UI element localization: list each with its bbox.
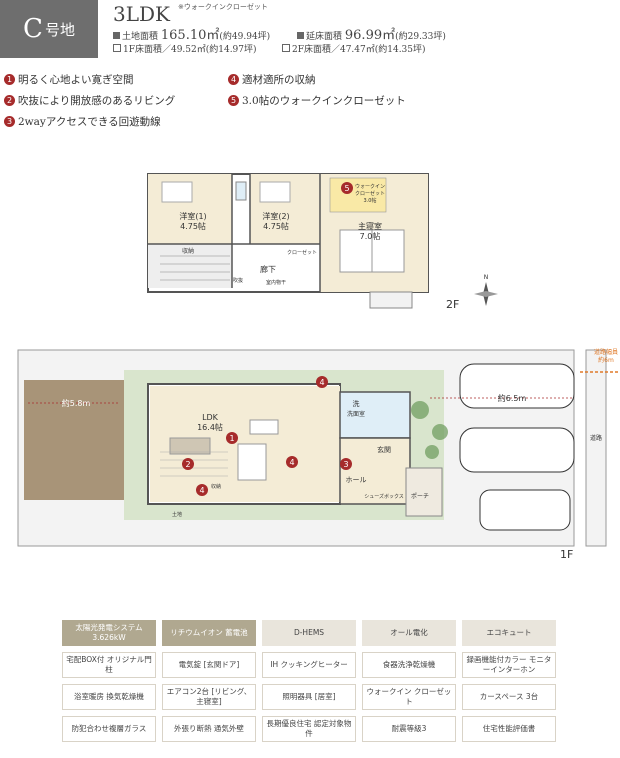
filled-square-icon <box>297 32 304 39</box>
drying-label: 室内物干 <box>266 279 286 286</box>
storage-label-1f: 収納 <box>211 483 221 490</box>
spec-cell: 太陽光発電システム 3.626kW <box>62 620 156 646</box>
spec-cell: D-HEMS <box>262 620 356 646</box>
wic-label: ウォークイン <box>355 183 385 190</box>
floor1-plan: 約5.8m 約6.5m 道路幅員 約6m 道路 LDK 16.4帖 洗 洗面室 … <box>17 348 618 561</box>
spec-cell: 外張り断熱 通気外壁 <box>162 716 256 742</box>
spec-cell: IH クッキングヒーター <box>262 652 356 678</box>
spec-cell: ウォークイン クローゼット <box>362 684 456 710</box>
svg-text:3: 3 <box>343 460 348 469</box>
spec-cell: 食器洗浄乾燥機 <box>362 652 456 678</box>
spec-cell: リチウムイオン 蓄電池 <box>162 620 256 646</box>
porch-label: ポーチ <box>411 492 429 500</box>
floor1-label: 1F <box>560 548 573 561</box>
lot-suffix: 号地 <box>44 20 75 39</box>
floor2-label: 2F <box>446 298 459 311</box>
spec-cell: 照明器具 [居室] <box>262 684 356 710</box>
void-label: 吹抜 <box>233 277 243 284</box>
spec-cell: 録画機能付カラー モニターインターホン <box>462 652 556 678</box>
plan-type: 3LDK <box>113 2 170 26</box>
floor2-plan: 5 洋室(1) 4.75帖 洋室(2) 4.75帖 主寝室 7.0帖 ウォークイ… <box>147 173 498 311</box>
svg-text:2: 2 <box>185 460 190 469</box>
garden-width: 約5.8m <box>62 398 91 408</box>
hall-label-1f: ホール <box>346 476 367 484</box>
svg-text:4: 4 <box>199 486 204 495</box>
ldk-size: 16.4帖 <box>197 422 223 432</box>
plan-note: ※ウォークインクローゼット <box>178 3 268 11</box>
svg-text:1: 1 <box>229 434 234 443</box>
floor-area: 延床面積 96.99㎡(約29.33坪) <box>297 24 446 43</box>
shoes-label: シューズボックス <box>364 493 404 500</box>
spec-cell: オール電化 <box>362 620 456 646</box>
spec-cell: エコキュート <box>462 620 556 646</box>
wic-size: 3.0帖 <box>364 197 377 204</box>
entrance-label: 玄関 <box>377 445 391 454</box>
zone-label: 土地 <box>172 511 182 518</box>
storage-label: 収納 <box>182 247 194 255</box>
wic-label-2: クローゼット <box>355 190 385 197</box>
wash-label: 洗 <box>353 399 360 408</box>
washroom-label: 洗面室 <box>347 410 365 418</box>
lot-letter: C <box>23 14 43 44</box>
room2-size: 4.75帖 <box>263 221 289 231</box>
outline-square-icon <box>113 44 121 52</box>
filled-square-icon <box>113 32 120 39</box>
svg-text:4: 4 <box>319 378 324 387</box>
master-label: 主寝室 <box>358 221 382 231</box>
road-width-value: 約6m <box>598 356 614 364</box>
spec-cell: 防犯合わせ複層ガラス <box>62 716 156 742</box>
outline-square-icon <box>282 44 290 52</box>
floor2-area: 2F床面積／47.47㎡(約14.35坪) <box>282 42 426 55</box>
ldk-label: LDK <box>202 413 219 422</box>
spec-cell: 電気錠 [玄関ドア] <box>162 652 256 678</box>
spec-cell: エアコン2台 [リビング、主寝室] <box>162 684 256 710</box>
svg-text:N: N <box>484 274 489 281</box>
compass-icon: N <box>474 274 498 306</box>
room2-label: 洋室(2) <box>262 211 289 221</box>
parking-width: 約6.5m <box>498 393 527 403</box>
spec-cell: 耐震等級3 <box>362 716 456 742</box>
closet-label: クローゼット <box>287 249 317 256</box>
floor1-area: 1F床面積／49.52㎡(約14.97坪) <box>113 42 257 55</box>
spec-cell: 住宅性能評価書 <box>462 716 556 742</box>
spec-cell: カースペース 3台 <box>462 684 556 710</box>
spec-cell: 宅配BOX付 オリジナル門柱 <box>62 652 156 678</box>
road-label: 道路 <box>590 434 602 442</box>
land-area: 土地面積 165.10㎡(約49.94坪) <box>113 24 270 43</box>
svg-text:4: 4 <box>289 458 294 467</box>
master-size: 7.0帖 <box>360 231 381 241</box>
svg-text:5: 5 <box>344 184 349 193</box>
road-width-label: 道路幅員 <box>594 348 618 356</box>
room1-label: 洋室(1) <box>179 211 206 221</box>
spec-cell: 浴室暖房 換気乾燥機 <box>62 684 156 710</box>
room1-size: 4.75帖 <box>180 221 206 231</box>
spec-cell: 長期優良住宅 認定対象物件 <box>262 716 356 742</box>
hall-label: 廊下 <box>260 264 276 274</box>
